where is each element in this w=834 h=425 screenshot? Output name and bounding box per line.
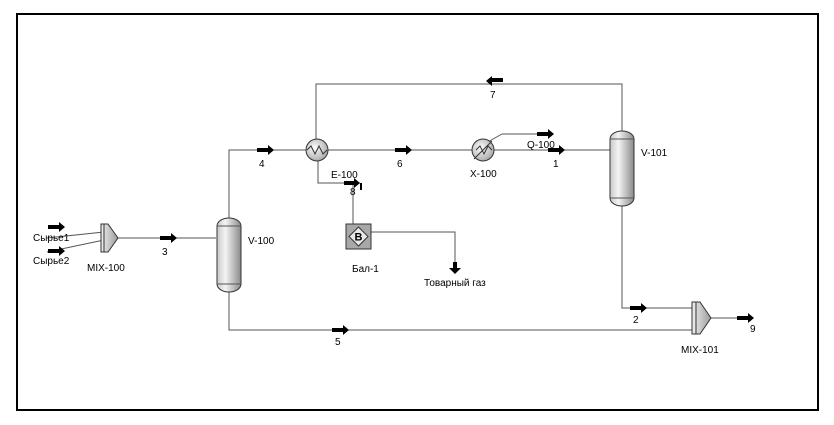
vessel-v-101[interactable]	[609, 130, 635, 207]
label-feed1: Сырье1	[33, 233, 70, 244]
label-stream-8: 8	[350, 187, 356, 198]
stream-2-arrow[interactable]	[630, 303, 647, 313]
mixer-mix-100[interactable]	[100, 223, 119, 253]
diagram-frame	[16, 13, 819, 411]
label-stream-6: 6	[397, 159, 403, 170]
balance-symbol: B	[355, 232, 363, 244]
stream-9-arrow[interactable]	[737, 313, 754, 323]
label-stream-4: 4	[259, 159, 265, 170]
stream-4-line[interactable]	[228, 149, 306, 218]
label-bal-1: Бал-1	[352, 264, 379, 275]
feed1-line	[46, 231, 105, 239]
stream-7-line[interactable]	[315, 83, 623, 139]
stream-6-arrow[interactable]	[395, 145, 412, 155]
label-stream-5: 5	[335, 337, 341, 348]
label-stream-1: 1	[553, 159, 559, 170]
stream-5-line[interactable]	[228, 290, 692, 331]
product-gas-line[interactable]	[371, 231, 456, 268]
stream-8-arrow[interactable]	[344, 178, 362, 190]
label-feed2: Сырье2	[33, 256, 70, 267]
stream-7-arrow[interactable]	[486, 76, 503, 86]
label-x-100: X-100	[470, 169, 497, 180]
balance-block-bal-1[interactable]: B	[345, 223, 372, 250]
label-q-100: Q-100	[527, 140, 555, 151]
feed1-arrow[interactable]	[48, 222, 65, 232]
label-stream-3: 3	[162, 247, 168, 258]
label-v-100: V-100	[248, 236, 275, 247]
feed2-arrow[interactable]	[48, 246, 65, 256]
stream-3-arrow[interactable]	[160, 233, 177, 243]
energy-arrow[interactable]	[537, 129, 554, 139]
label-stream-7: 7	[490, 90, 496, 101]
label-product-gas: Товарный газ	[424, 278, 486, 289]
cooler-x-100[interactable]	[471, 138, 495, 162]
stream-2-line[interactable]	[621, 205, 692, 309]
stream-4-arrow[interactable]	[257, 145, 274, 155]
heat-exchanger-e-100[interactable]	[305, 138, 329, 162]
product-gas-arrow[interactable]	[449, 262, 461, 274]
vessel-v-100[interactable]	[216, 217, 242, 293]
stream-5-arrow[interactable]	[332, 325, 349, 335]
label-stream-2: 2	[633, 315, 639, 326]
label-v-101: V-101	[641, 148, 668, 159]
label-mix-100: MIX-100	[87, 263, 125, 274]
mixer-mix-101[interactable]	[691, 301, 712, 335]
label-stream-9: 9	[750, 324, 756, 335]
label-mix-101: MIX-101	[681, 345, 719, 356]
label-e-100: E-100	[331, 170, 358, 181]
stream-1-arrow[interactable]	[548, 145, 565, 155]
